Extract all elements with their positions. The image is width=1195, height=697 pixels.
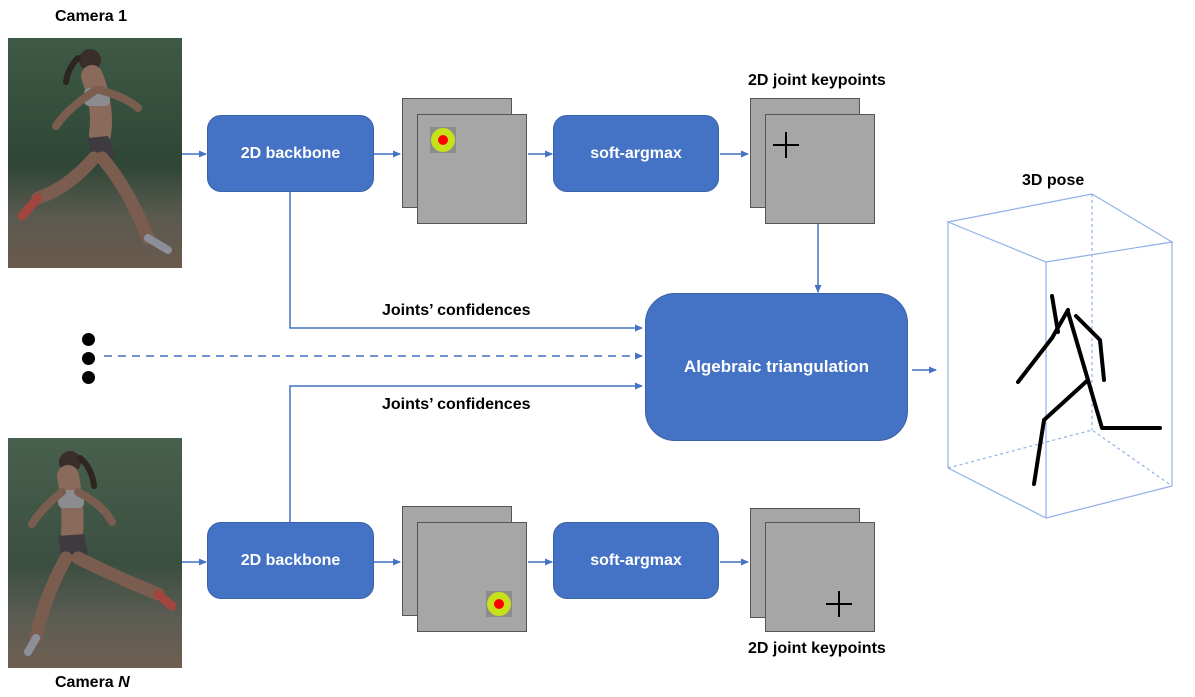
camera-1-label: Camera 1 xyxy=(55,8,128,25)
camera-n-image xyxy=(8,438,182,668)
skeleton xyxy=(1016,294,1162,486)
camera-n-label-var: N xyxy=(118,674,130,691)
confidences-label-bottom: Joints’ confidences xyxy=(382,396,531,413)
heatmap-blob-top xyxy=(430,127,456,153)
ellipsis-dot xyxy=(82,371,95,384)
keypoints-label-top: 2D joint keypoints xyxy=(748,72,886,89)
arrow-confidences-bottom xyxy=(289,382,643,522)
heatmap-front-bottom xyxy=(417,522,527,632)
camera-n-label: Camera N xyxy=(55,674,130,692)
keypoint-map-front-top xyxy=(765,114,875,224)
heatmap-blob-bottom xyxy=(486,591,512,617)
pose-3d-figure xyxy=(945,193,1174,519)
arrow-confidences-top xyxy=(289,192,643,332)
ellipsis-dot xyxy=(82,333,95,346)
pose-3d-label: 3D pose xyxy=(1022,172,1085,189)
camera-1-image xyxy=(8,38,182,268)
argmax-block-top: soft-argmax xyxy=(553,115,719,192)
heatmap-front-top xyxy=(417,114,527,224)
confidences-label-top: Joints’ confidences xyxy=(382,302,531,319)
camera-n-label-prefix: Camera xyxy=(55,674,119,691)
triangulation-block: Algebraic triangulation xyxy=(645,293,908,441)
keypoint-cross-bottom xyxy=(826,591,852,617)
argmax-block-bottom: soft-argmax xyxy=(553,522,719,599)
backbone-block-top: 2D backbone xyxy=(207,115,374,192)
keypoint-cross-top xyxy=(773,132,799,158)
keypoint-map-front-bottom xyxy=(765,522,875,632)
bounding-box xyxy=(945,193,1174,519)
backbone-block-bottom: 2D backbone xyxy=(207,522,374,599)
ellipsis-dot xyxy=(82,352,95,365)
keypoints-label-bottom: 2D joint keypoints xyxy=(748,640,886,657)
